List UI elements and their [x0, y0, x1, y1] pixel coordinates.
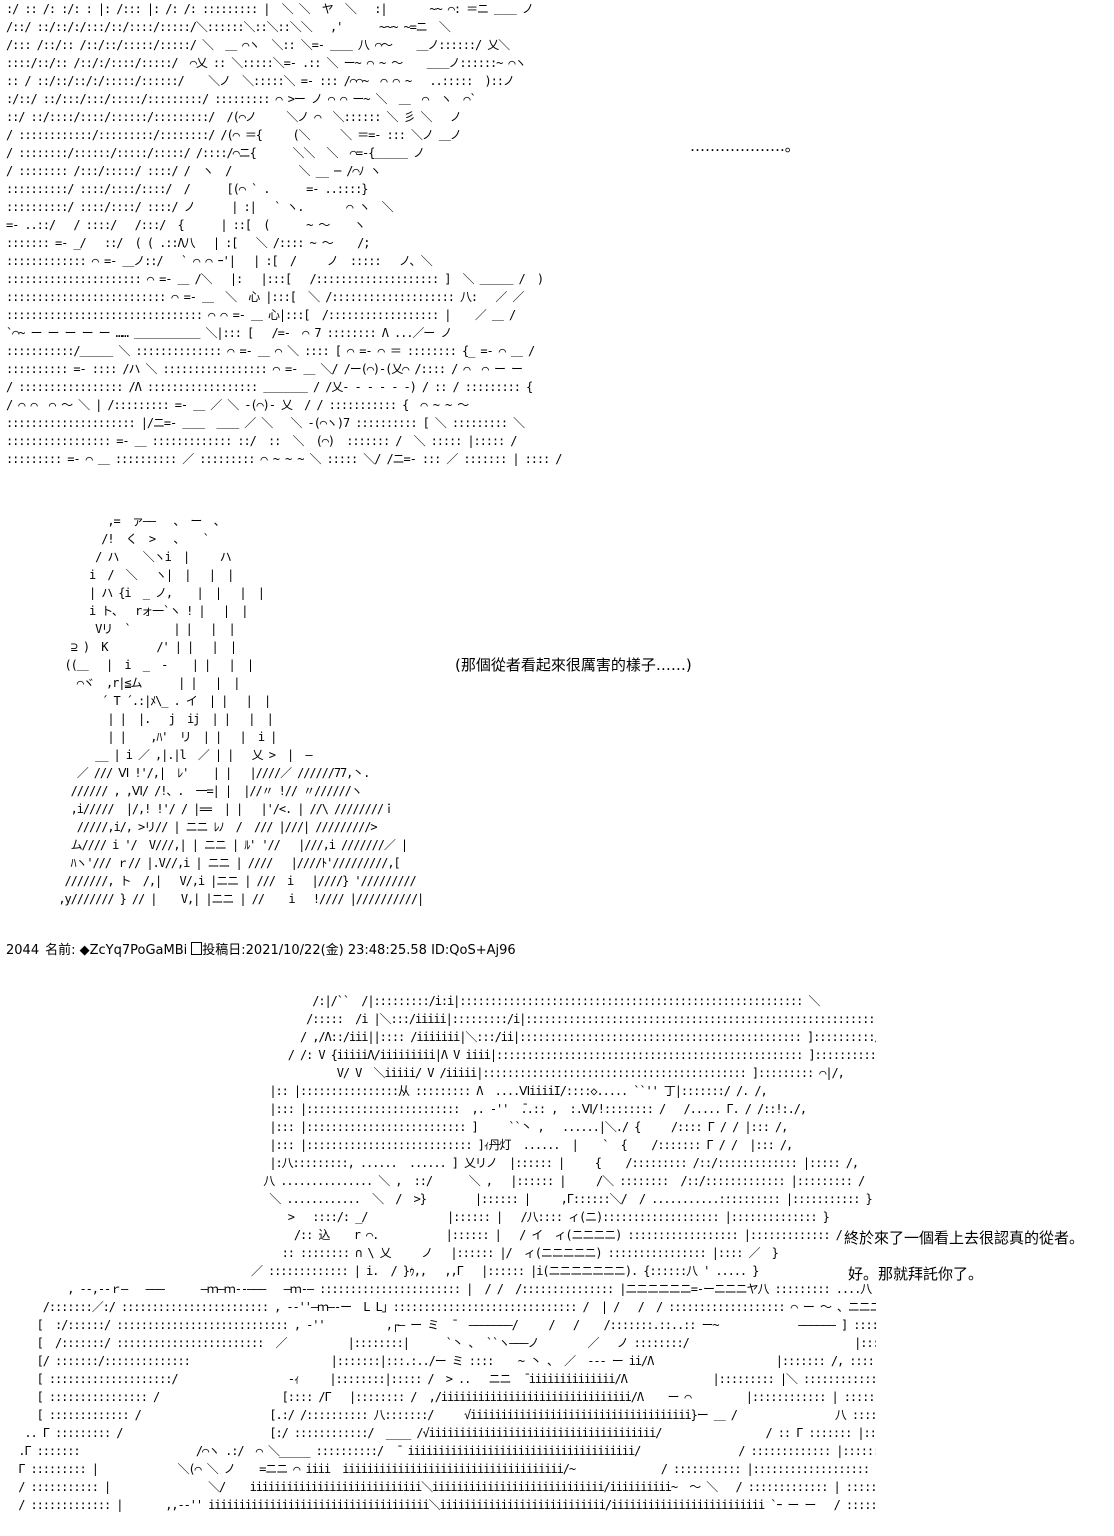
ascii-art-panel-top: :/ :: /: :/: : |: /::: |: /: /: ::::::::… [6, 2, 562, 466]
post-date: 2021/10/22(金) 23:48:25.58 [245, 943, 427, 958]
post-id[interactable]: ID:QoS+Aj96 [431, 943, 516, 958]
dialogue-line-ellipsis: ……………….。 [690, 137, 800, 155]
post-name-label: 名前: [45, 943, 76, 958]
post-header: 2044 名前: ◆ZcYq7PoGaMBi 投稿日:2021/10/22(金) 2… [6, 942, 516, 960]
post-trip[interactable]: ◆ZcYq7PoGaMBi [79, 943, 188, 958]
ascii-art-panel-middle: ,= ァ―― 、 ー 、 /! く > 、 ` / ハ ＼ヽi | ハ i / … [58, 514, 424, 906]
ascii-art-panel-bottom: /:|/`` /|:::::::::/i:i|:::::::::::::::::… [18, 994, 876, 1512]
dialogue-line-thought: (那個從者看起來很厲害的樣子……) [455, 656, 692, 674]
dialogue-line-finally: 終於來了一個看上去很認真的從者。 [844, 1229, 1085, 1247]
dialogue-line-please: 好。那就拜託你了。 [848, 1265, 984, 1283]
post-number: 2044 [6, 943, 40, 958]
placeholder-box-icon [191, 942, 203, 955]
post-date-label: 投稿日: [202, 943, 246, 958]
